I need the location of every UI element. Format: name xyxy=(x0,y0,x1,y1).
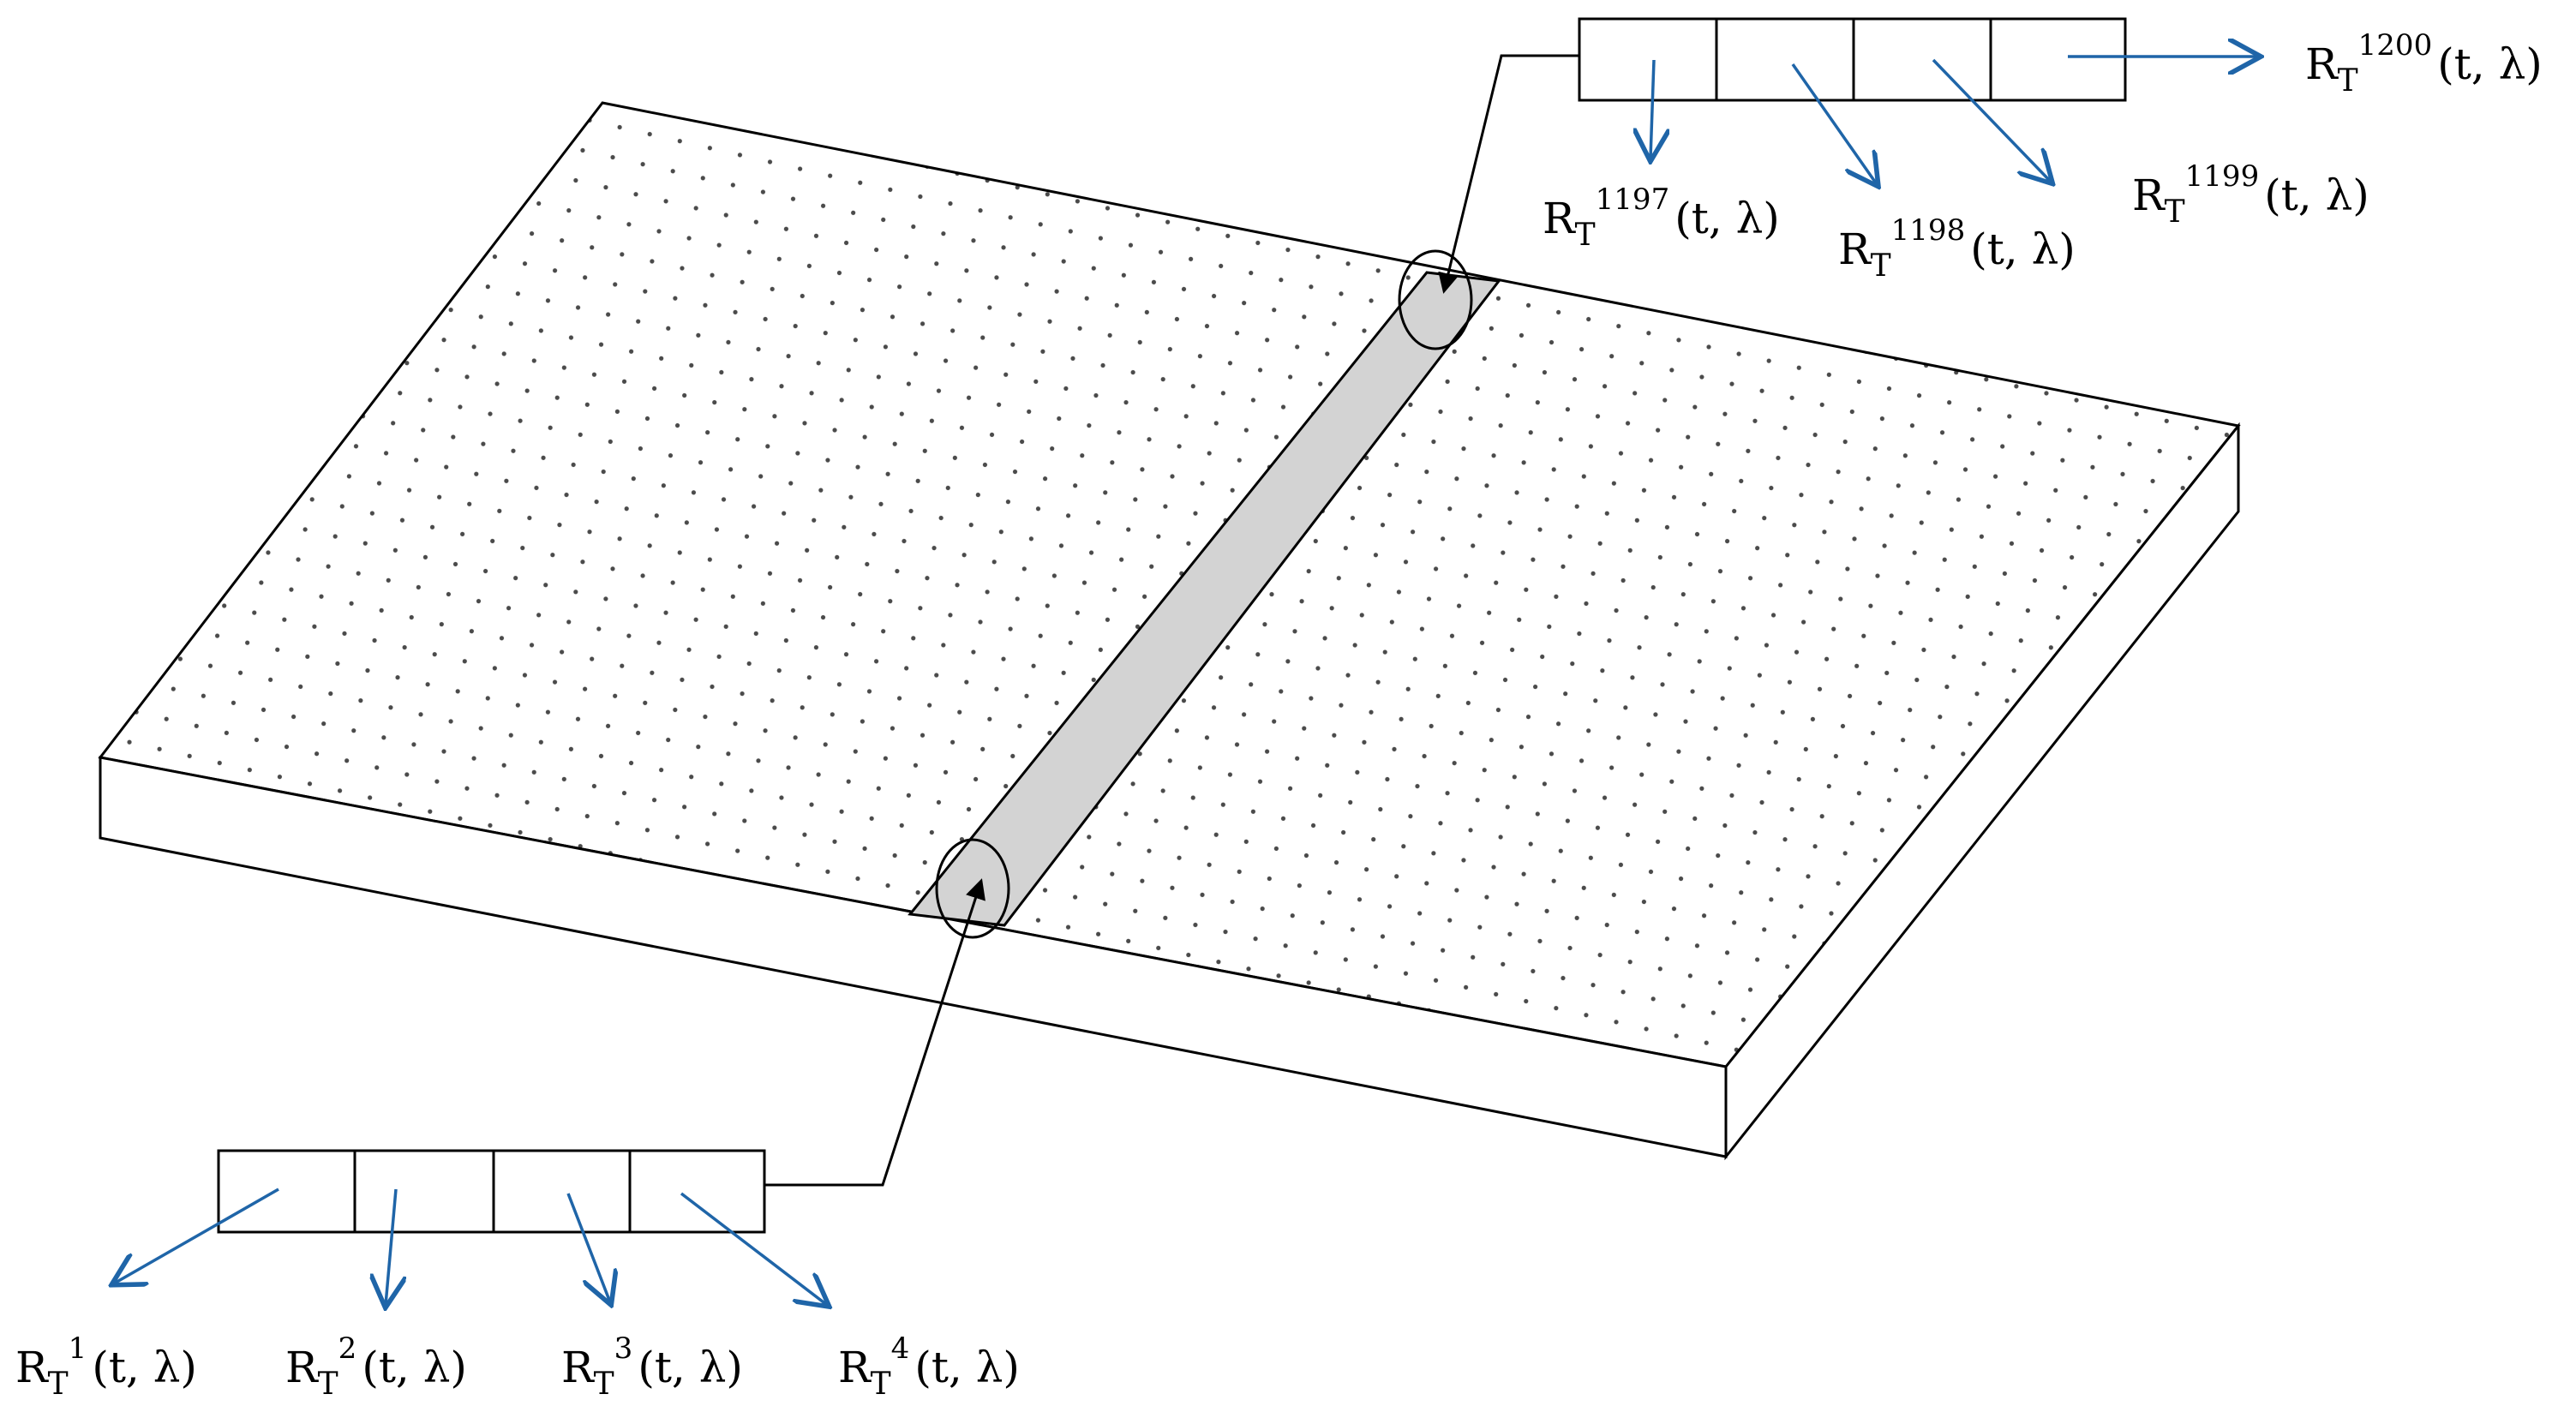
arrow-1199 xyxy=(1932,58,2051,182)
bottom-output-arrows xyxy=(114,1188,827,1305)
scan-strip xyxy=(908,249,1501,939)
arrow-1198 xyxy=(1791,63,1877,184)
top-leader-line xyxy=(1438,54,1579,294)
top-labels: RT1197(t, λ) RT1198(t, λ) RT1199(t, λ) R… xyxy=(1543,28,2543,284)
label-rt-1: RT1(t, λ) xyxy=(15,1331,197,1402)
top-pixel-array xyxy=(1438,17,2127,294)
label-rt-2: RT2(t, λ) xyxy=(285,1331,467,1402)
strip-end-bottom xyxy=(935,838,1010,939)
label-rt-1198: RT1198(t, λ) xyxy=(1838,213,2076,284)
arrow-1 xyxy=(114,1188,279,1283)
scan-strip-body xyxy=(908,271,1501,927)
bottom-leader-line xyxy=(764,878,985,1187)
arrow-3 xyxy=(566,1193,610,1302)
label-rt-4: RT4(t, λ) xyxy=(838,1331,1020,1402)
arrow-1197 xyxy=(1650,59,1654,159)
bottom-array-box xyxy=(217,1149,766,1234)
bottom-pixel-array xyxy=(217,878,985,1234)
label-rt-1200: RT1200(t, λ) xyxy=(2305,28,2543,99)
strip-end-top xyxy=(1398,249,1473,350)
bottom-labels: RT1(t, λ) RT2(t, λ) RT3(t, λ) RT4(t, λ) xyxy=(15,1331,1020,1402)
arrow-2 xyxy=(386,1188,396,1305)
label-rt-1197: RT1197(t, λ) xyxy=(1543,182,1780,253)
top-output-arrows xyxy=(1650,57,2258,184)
label-rt-3: RT3(t, λ) xyxy=(561,1331,743,1402)
arrow-4 xyxy=(680,1192,827,1305)
slab-right-face xyxy=(1724,422,2240,1161)
sample-slab xyxy=(98,101,2241,1161)
label-rt-1199: RT1199(t, λ) xyxy=(2132,159,2369,230)
